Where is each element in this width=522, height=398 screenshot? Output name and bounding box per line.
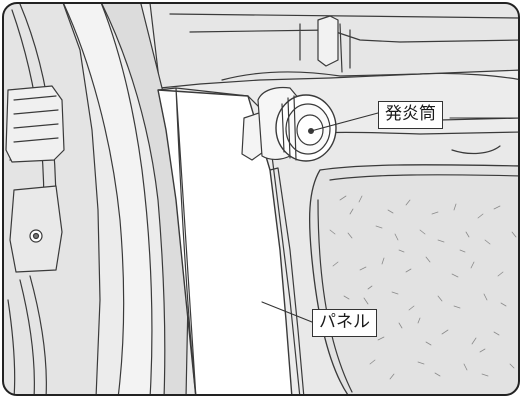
panel-leader-line xyxy=(261,301,313,323)
left-bracket-lines xyxy=(13,95,59,143)
upper-trim-edge xyxy=(221,71,519,81)
panel-label: パネル xyxy=(312,309,377,337)
flare-label: 発炎筒 xyxy=(378,101,443,129)
flare-holder xyxy=(241,86,337,162)
carpet-edge xyxy=(317,174,519,393)
upper-trim-bracket xyxy=(317,15,339,67)
carpet-texture xyxy=(329,195,517,380)
flare-ribs xyxy=(281,95,297,161)
left-seal-lines xyxy=(7,275,47,395)
left-pillar-band xyxy=(61,3,153,395)
left-pillar-inner xyxy=(99,3,189,395)
panel-edge xyxy=(269,167,305,395)
left-bracket xyxy=(5,85,65,163)
upper-trim-line xyxy=(169,13,519,73)
panel-top xyxy=(175,87,263,111)
flare-leader-line xyxy=(310,112,379,132)
bolt-center xyxy=(32,232,40,240)
left-latch xyxy=(9,185,63,273)
carpet-mat xyxy=(308,164,519,395)
